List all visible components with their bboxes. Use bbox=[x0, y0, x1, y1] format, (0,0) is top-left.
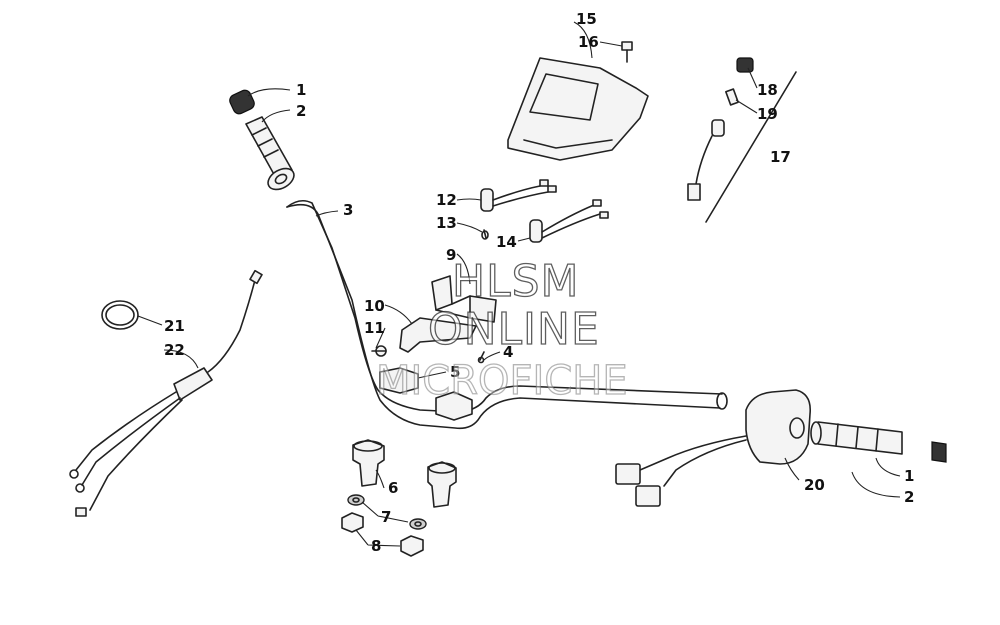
callout-7: 7 bbox=[381, 508, 391, 526]
callout-labels: 1 2 3 4 5 6 7 8 9 10 11 12 13 14 15 16 1… bbox=[164, 10, 914, 555]
watermark-line-2: ONLINE bbox=[428, 304, 600, 355]
callout-16: 16 bbox=[578, 33, 599, 51]
callout-8: 8 bbox=[371, 537, 381, 555]
callout-10: 10 bbox=[364, 297, 385, 315]
callout-13: 13 bbox=[436, 214, 457, 232]
callout-22: 22 bbox=[164, 341, 185, 359]
watermark: HLSM ONLINE MICROFICHE bbox=[375, 255, 628, 404]
left-grip bbox=[245, 116, 295, 191]
left-grip-end-cap bbox=[229, 89, 255, 115]
mounting-bracket bbox=[371, 275, 497, 364]
handlebar bbox=[286, 199, 728, 430]
ignition-switch bbox=[687, 57, 797, 223]
callout-18: 18 bbox=[757, 81, 778, 99]
callout-3: 3 bbox=[343, 201, 353, 219]
watermark-line-1: HLSM bbox=[452, 256, 580, 307]
cover-bolt bbox=[621, 41, 633, 63]
switch-12 bbox=[480, 179, 557, 240]
riser-right bbox=[427, 461, 457, 508]
washers bbox=[347, 494, 427, 530]
callout-1-right: 1 bbox=[904, 467, 914, 485]
callout-5: 5 bbox=[450, 363, 460, 381]
leader-lines bbox=[137, 21, 901, 547]
callout-4: 4 bbox=[503, 343, 513, 361]
riser-left bbox=[352, 439, 385, 487]
hose-clamp bbox=[101, 300, 139, 330]
callout-14: 14 bbox=[496, 233, 517, 251]
right-grip-end-cap bbox=[931, 441, 947, 463]
callout-19: 19 bbox=[757, 105, 778, 123]
upper-clamp-caps bbox=[379, 367, 473, 421]
callout-2-right: 2 bbox=[904, 488, 914, 506]
watermark-line-3: MICROFICHE bbox=[376, 358, 628, 404]
right-grip bbox=[810, 421, 903, 455]
callout-9: 9 bbox=[446, 246, 456, 264]
throttle-cable bbox=[69, 269, 263, 517]
callout-11: 11 bbox=[364, 319, 385, 337]
callout-20: 20 bbox=[804, 476, 825, 494]
switch-14 bbox=[529, 199, 609, 243]
callout-21: 21 bbox=[164, 317, 185, 335]
callout-12: 12 bbox=[436, 191, 457, 209]
instrument-cover bbox=[507, 57, 649, 161]
nuts bbox=[341, 512, 424, 557]
callout-6: 6 bbox=[388, 479, 398, 497]
right-switch-housing bbox=[615, 389, 812, 507]
callout-2-left: 2 bbox=[296, 102, 306, 120]
callout-1-left: 1 bbox=[296, 81, 306, 99]
callout-15: 15 bbox=[576, 10, 597, 28]
callout-17: 17 bbox=[770, 148, 791, 166]
